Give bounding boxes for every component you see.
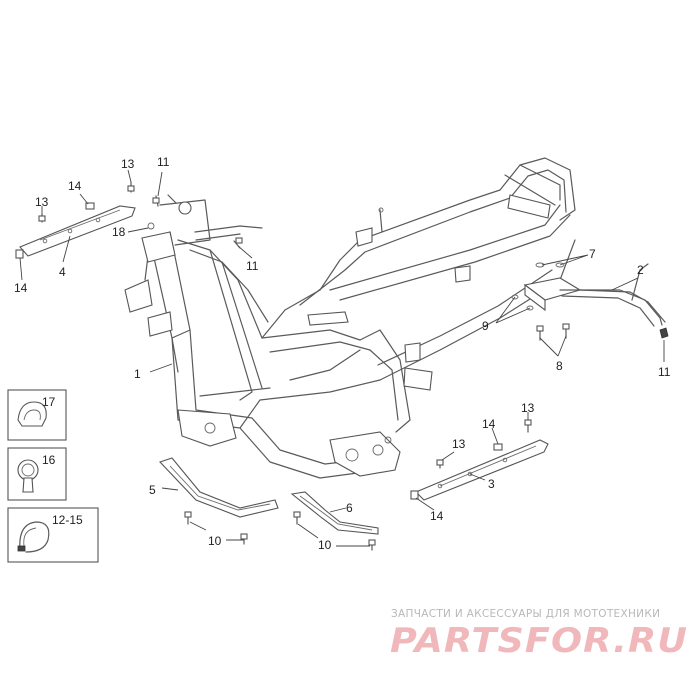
callout-11-right: 11 [658, 365, 671, 379]
bracket-part-4 [15, 202, 136, 259]
callout-11-handle: 11 [246, 259, 259, 273]
bracket-part-6 [290, 491, 379, 535]
inset-box-12-15: 12-15 [7, 507, 99, 563]
callout-11-top: 11 [157, 155, 170, 169]
callout-14-right-lower: 14 [430, 509, 444, 523]
watermark: ЗАПЧАСТИ И АКСЕССУАРЫ ДЛЯ МОТОТЕХНИКИ PA… [390, 608, 688, 661]
callout-10-middle: 10 [318, 538, 332, 552]
callout-13-right-lower: 13 [452, 437, 466, 451]
callout-13-top: 13 [121, 157, 135, 171]
callout-2: 2 [637, 263, 644, 277]
inset-box-16: 16 [7, 447, 67, 501]
bracket-part-5 [159, 457, 279, 518]
watermark-logo: PARTSFOR.RU [390, 621, 688, 661]
callout-5: 5 [149, 483, 156, 497]
callout-10-left: 10 [208, 534, 222, 548]
callout-labels: 1 2 3 4 5 6 7 8 9 10 10 11 11 11 13 13 1… [14, 155, 671, 552]
callout-13-right-upper: 13 [521, 401, 535, 415]
callout-8: 8 [556, 359, 563, 373]
bracket-part-3 [410, 439, 549, 501]
callout-9: 9 [482, 319, 489, 333]
callout-13-left: 13 [35, 195, 49, 209]
callout-4: 4 [59, 265, 66, 279]
main-frame [124, 157, 576, 479]
leader-lines [19, 169, 665, 547]
grab-rail-part-2 [523, 263, 669, 339]
inset-label-17: 17 [42, 395, 56, 409]
callout-7: 7 [589, 247, 596, 261]
callout-1: 1 [134, 367, 141, 381]
callout-6: 6 [346, 501, 353, 515]
callout-14-left: 14 [14, 281, 28, 295]
callout-18: 18 [112, 225, 126, 239]
inset-box-17: 17 [7, 389, 67, 441]
inset-label-12-15: 12-15 [52, 513, 83, 527]
fasteners [38, 181, 570, 551]
callout-14-top: 14 [68, 179, 82, 193]
callout-14-right-upper: 14 [482, 417, 496, 431]
callout-3: 3 [488, 477, 495, 491]
watermark-subtitle: ЗАПЧАСТИ И АКСЕССУАРЫ ДЛЯ МОТОТЕХНИКИ [391, 608, 660, 620]
inset-label-16: 16 [42, 453, 56, 467]
